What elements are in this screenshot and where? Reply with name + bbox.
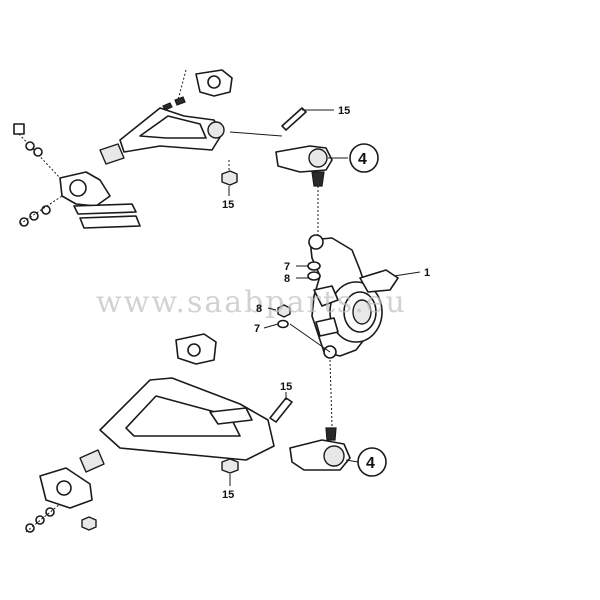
lower-control-arm-assembly — [25, 333, 293, 533]
callout-8-lower-nut: 8 — [256, 303, 262, 315]
callout-7-upper-washer: 7 — [284, 261, 290, 273]
callout-circle-lower-balljoint — [357, 447, 387, 477]
lower-ball-joint — [289, 427, 351, 471]
watermark-text: www.saabparts.eu — [96, 285, 407, 320]
upper-bolt-part — [281, 107, 307, 131]
callout-15-lower-bolt: 15 — [280, 381, 292, 393]
upper-control-arm-assembly — [13, 69, 283, 229]
callout-15-lower-nut: 15 — [222, 489, 234, 501]
callout-15-upper-nut: 15 — [222, 199, 234, 211]
callout-circle-upper-balljoint — [349, 143, 379, 173]
callout-1-knuckle: 1 — [424, 267, 430, 279]
knuckle-fasteners — [277, 261, 331, 353]
upper-front-bushing — [99, 143, 125, 165]
upper-ball-joint — [275, 145, 333, 236]
callout-4-upper-balljoint: 4 — [358, 151, 367, 168]
upper-shim-1 — [73, 203, 137, 215]
steering-knuckle — [308, 234, 399, 359]
upper-shim-2 — [79, 215, 141, 229]
lower-nut-part — [221, 458, 239, 474]
callout-15-upper-bolt: 15 — [338, 105, 350, 117]
callout-4-lower-balljoint: 4 — [366, 455, 375, 472]
lower-bolt-part — [269, 397, 293, 423]
callout-7-lower-washer: 7 — [254, 323, 260, 335]
callout-8-upper-nut: 8 — [284, 273, 290, 285]
upper-nut-part — [221, 160, 238, 186]
